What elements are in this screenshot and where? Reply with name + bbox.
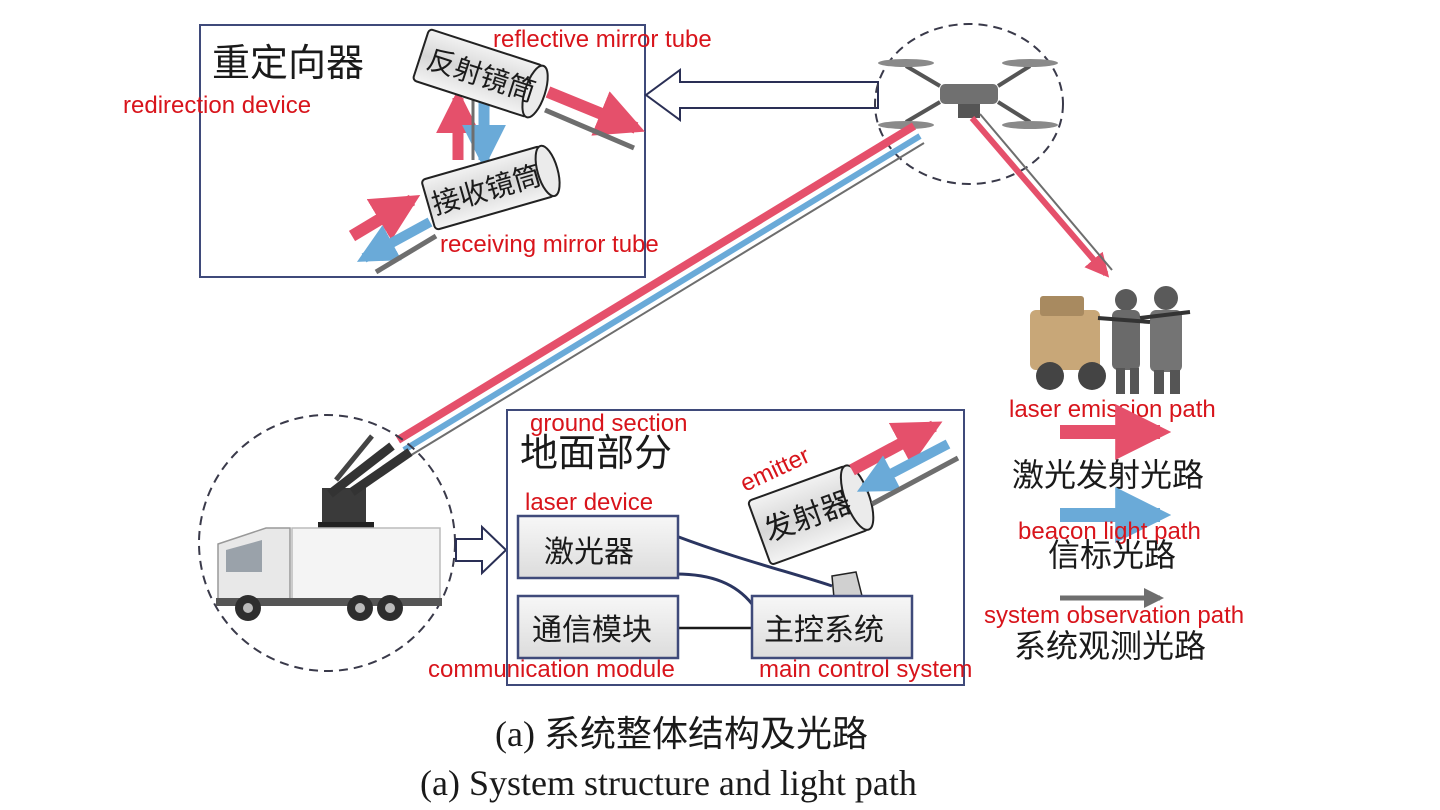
legend-beacon-label-en: beacon light path [1018,518,1201,545]
beam-laser [395,122,917,444]
main-control-label-cn: 主控系统 [764,613,884,648]
main-control-label-en: main control system [759,656,972,683]
receive-laser-in-arrow [348,194,421,242]
legend-laser-label-en: laser emission path [1009,396,1216,423]
legend-observation-label-en: system observation path [984,602,1244,629]
ground-title-cn: 地面部分 [520,431,672,475]
link-laser-control [675,572,754,605]
laser-device-label-en: laser device [525,489,653,516]
comm-module-box [516,594,680,660]
laser-device-box [516,514,680,580]
redirection-title-en: redirection device [123,92,311,119]
legend-observation-label-cn: 系统观测光路 [1014,627,1206,665]
redirection-frame [199,24,646,278]
comm-module-label-en: communication module [428,656,675,683]
beam-laser-to-target [969,116,1110,278]
beam-observation-to-target [979,113,1113,271]
emitter-device: 发射器 [747,464,875,599]
caption-en: (a) System structure and light path [420,763,917,803]
receiving-mirror-tube: 接收镜筒 [421,144,561,231]
reflect-laser-out-arrow [545,86,645,136]
receive-observation-line [374,233,438,275]
hollow-arrow-to-ground [455,524,508,576]
link-laser-emitter [675,534,833,588]
ground-frame [506,409,965,686]
hollow-arrow-to-redirection [644,68,879,122]
beam-observation [407,142,925,458]
turret-icon [318,434,413,530]
beam-beacon [402,133,922,453]
soldiers-icon [1030,286,1191,394]
reflect-observation-line [544,107,635,151]
drone-circle [874,23,1064,185]
comm-module-label-cn: 通信模块 [532,613,652,648]
legend-laser-label-cn: 激光发射光路 [1012,456,1204,494]
reflective-tube-label-en: reflective mirror tube [493,26,712,53]
receive-beacon-out-arrow [356,217,433,263]
ground-title-en: ground section [530,410,687,437]
laser-device-label-cn: 激光器 [544,535,634,570]
legend-beacon-label-cn: 信标光路 [1048,536,1176,574]
drone-icon [878,59,1058,129]
caption-cn: (a) 系统整体结构及光路 [495,714,868,754]
truck-icon [216,527,442,621]
main-control-box [750,594,914,660]
emitter-observation-line [870,455,960,507]
emitter-beacon-arrow [856,439,951,493]
redirection-title-cn: 重定向器 [212,41,364,85]
receiving-tube-label-en: receiving mirror tube [440,231,659,258]
